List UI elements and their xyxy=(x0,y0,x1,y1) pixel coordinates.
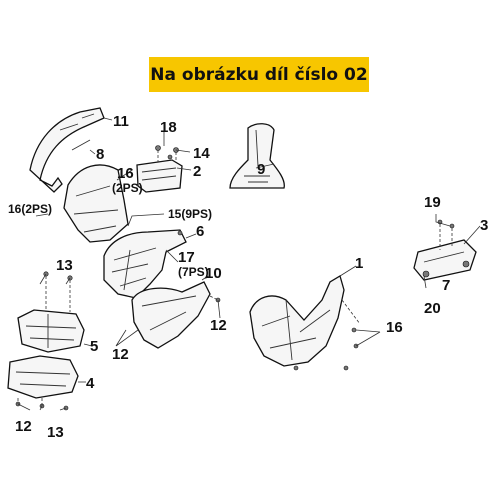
callout-4: 4 xyxy=(86,375,95,392)
callout-16-top: 16 xyxy=(117,165,134,182)
callout-14: 14 xyxy=(193,145,210,162)
callout-16-right: 16 xyxy=(386,319,403,336)
callout-6: 6 xyxy=(196,223,204,240)
callout-16-top-qty: (2PS) xyxy=(112,181,143,195)
part-9-cowl-drawing xyxy=(229,123,285,189)
callout-7: 7 xyxy=(442,277,450,294)
callout-10: 10 xyxy=(205,265,222,282)
callout-1: 1 xyxy=(355,255,363,272)
callout-17-qty: (7PS) xyxy=(178,265,209,279)
part-number-banner: Na obrázku díl číslo 02 xyxy=(149,57,369,92)
callout-17: 17 xyxy=(178,249,195,266)
callout-5: 5 xyxy=(90,338,98,355)
callout-18: 18 xyxy=(160,119,177,136)
callout-12-bottom: 12 xyxy=(15,418,32,435)
callout-19: 19 xyxy=(424,194,441,211)
callout-11: 11 xyxy=(113,113,129,130)
part-10-lower-shell-drawing xyxy=(131,281,221,349)
part-11-trim-drawing xyxy=(29,107,105,193)
callout-8: 8 xyxy=(96,146,104,163)
callout-16-left: 16(2PS) xyxy=(8,202,52,216)
part-1-front-body-drawing xyxy=(249,275,361,371)
callout-9: 9 xyxy=(257,161,265,178)
part-2-module-drawing xyxy=(136,145,183,193)
callout-12-mid: 12 xyxy=(112,346,129,363)
callout-15: 15(9PS) xyxy=(168,207,212,221)
part-8-panel-drawing xyxy=(63,164,129,243)
callout-20: 20 xyxy=(424,300,441,317)
callout-13-top: 13 xyxy=(56,257,73,274)
callout-13-bottom: 13 xyxy=(47,424,64,441)
part-5-bracket-drawing xyxy=(17,271,85,353)
callout-12-right: 12 xyxy=(210,317,227,334)
part-6-frame-drawing xyxy=(103,229,187,299)
part-3-bracket-drawing xyxy=(413,219,477,281)
leader-lines xyxy=(17,117,481,411)
part-4-cover-drawing xyxy=(7,355,79,411)
callout-2: 2 xyxy=(193,163,201,180)
callout-3: 3 xyxy=(480,217,488,234)
